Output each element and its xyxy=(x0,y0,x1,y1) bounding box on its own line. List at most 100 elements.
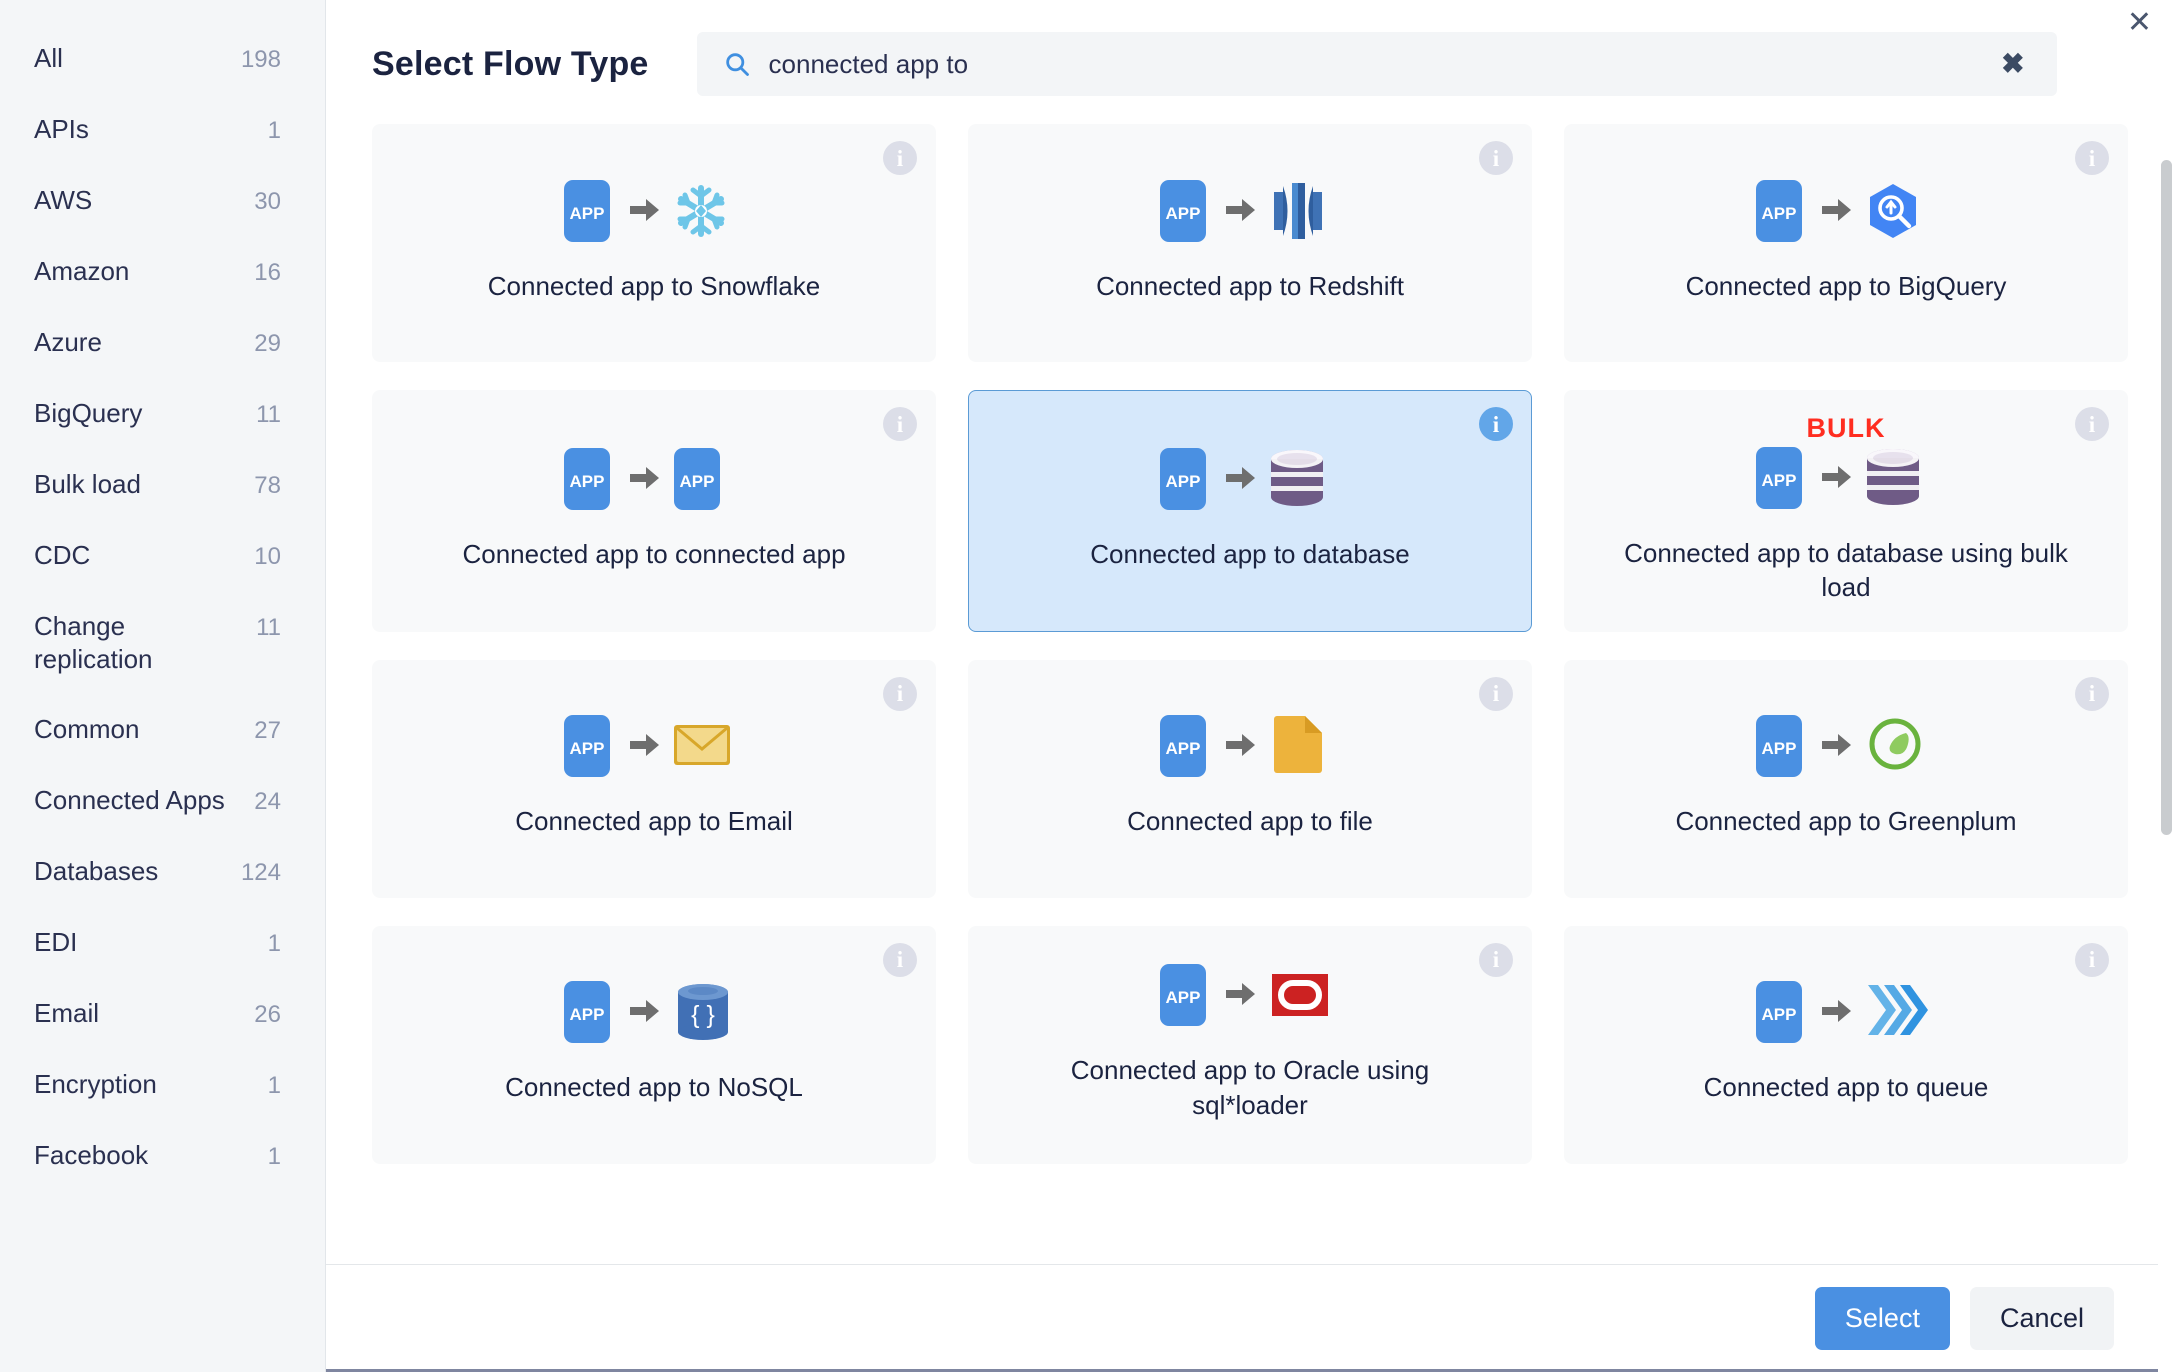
info-icon[interactable]: i xyxy=(1479,676,1513,711)
info-icon[interactable]: i xyxy=(1479,407,1513,441)
svg-text:APP: APP xyxy=(1762,1005,1797,1024)
app-to-oracle-icon: APP xyxy=(1160,963,1340,1027)
info-icon[interactable]: i xyxy=(2075,407,2109,441)
sidebar-item-label: AWS xyxy=(34,185,93,215)
sidebar-item-label: Amazon xyxy=(34,256,130,286)
info-icon[interactable]: i xyxy=(2075,141,2109,175)
info-icon[interactable]: i xyxy=(883,407,917,441)
clear-search-icon[interactable]: ✖ xyxy=(2001,48,2025,79)
app-to-nosql-icon: APP { } xyxy=(564,980,744,1044)
sidebar-item-common[interactable]: Common 27 xyxy=(0,713,325,746)
flow-type-label: Connected app to connected app xyxy=(462,538,846,569)
sidebar-item-label: Common xyxy=(34,714,140,744)
flow-type-label: Connected app to file xyxy=(1127,806,1373,837)
sidebar-item-count: 29 xyxy=(254,330,281,357)
sidebar-item-count: 198 xyxy=(240,46,281,73)
svg-text:APP: APP xyxy=(1166,988,1201,1007)
flow-type-label: Connected app to NoSQL xyxy=(505,1072,803,1103)
flow-type-label: Connected app to Oracle using sql*loader xyxy=(1070,1055,1430,1120)
sidebar-item-count: 1 xyxy=(267,1072,281,1099)
close-icon[interactable]: ✕ xyxy=(2126,6,2152,39)
sidebar-item-label: CDC xyxy=(34,540,91,570)
sidebar-item-label: Azure xyxy=(34,327,102,357)
sidebar-item-count: 11 xyxy=(256,401,281,428)
sidebar-item-label: Connected Apps xyxy=(34,785,225,815)
sidebar-item-count: 27 xyxy=(254,717,281,744)
dialog-header: Select Flow Type ✖ xyxy=(326,0,2174,124)
sidebar-item-bigquery[interactable]: BigQuery 11 xyxy=(0,397,325,430)
sidebar-item-count: 24 xyxy=(254,788,281,815)
flow-type-card[interactable]: i APP Connected app to queue xyxy=(1564,925,2128,1164)
svg-text:APP: APP xyxy=(570,1005,605,1024)
sidebar-item-amazon[interactable]: Amazon 16 xyxy=(0,255,325,288)
app-to-app-icon: APP APP xyxy=(564,447,744,511)
flow-type-card[interactable]: i APP Connected app to Greenplum xyxy=(1564,659,2128,898)
flow-type-card[interactable]: i APP APP Connected app to connected app xyxy=(372,390,936,632)
flow-type-card[interactable]: i APP Connected app to Snowflake xyxy=(372,124,936,362)
info-icon[interactable]: i xyxy=(2075,676,2109,711)
flow-type-label: Connected app to Snowflake xyxy=(487,270,821,301)
sidebar-item-cdc[interactable]: CDC 10 xyxy=(0,539,325,572)
svg-text:APP: APP xyxy=(1166,472,1201,491)
info-icon[interactable]: i xyxy=(883,141,917,175)
flow-type-card[interactable]: i APP Connected app to file xyxy=(968,659,1532,898)
flow-type-label: Connected app to BigQuery xyxy=(1685,270,2007,301)
sidebar-item-label: Bulk load xyxy=(34,469,141,499)
info-icon[interactable]: i xyxy=(1479,141,1513,175)
svg-text:APP: APP xyxy=(1762,471,1797,490)
sidebar-item-label: BigQuery xyxy=(34,398,143,428)
sidebar-item-email[interactable]: Email 26 xyxy=(0,997,325,1030)
info-icon[interactable]: i xyxy=(1479,942,1513,977)
sidebar-item-count: 11 xyxy=(256,614,281,641)
flow-type-card[interactable]: i APP Connected app to Email xyxy=(372,659,936,898)
flow-type-card[interactable]: i APP Connected app to Oracle using sql*… xyxy=(968,925,1532,1164)
sidebar-item-azure[interactable]: Azure 29 xyxy=(0,326,325,359)
sidebar-item-count: 10 xyxy=(254,543,281,570)
search-input[interactable] xyxy=(768,48,1996,80)
scrollbar-thumb[interactable] xyxy=(2161,160,2172,835)
page-scrollbar[interactable] xyxy=(2158,0,2174,1372)
app-to-queue-icon: APP xyxy=(1756,980,1936,1044)
select-button[interactable]: Select xyxy=(1814,1287,1950,1350)
flow-type-label: Connected app to Greenplum xyxy=(1675,806,2017,837)
app-to-greenplum-icon: APP xyxy=(1756,714,1936,778)
flow-type-card[interactable]: i APP Connected app to BigQuery xyxy=(1564,124,2128,362)
svg-text:APP: APP xyxy=(570,204,605,223)
info-icon[interactable]: i xyxy=(2075,942,2109,977)
app-to-database-bulk-icon: APP xyxy=(1756,446,1936,510)
flow-type-card[interactable]: i APP { } Connected app to NoSQL xyxy=(372,925,936,1164)
flow-type-card[interactable]: i APP Connected app to Redshift xyxy=(968,124,1532,362)
search-icon xyxy=(723,50,751,78)
dialog-footer: Select Cancel xyxy=(326,1264,2174,1372)
sidebar-item-label: Change replication xyxy=(34,611,153,674)
info-icon[interactable]: i xyxy=(883,942,917,977)
cancel-button[interactable]: Cancel xyxy=(1969,1287,2114,1350)
sidebar-item-label: Facebook xyxy=(34,1140,149,1170)
app-to-database-icon: APP xyxy=(1160,447,1340,511)
search-box[interactable]: ✖ xyxy=(696,32,2057,96)
svg-text:APP: APP xyxy=(1166,739,1201,758)
sidebar-item-label: Email xyxy=(34,998,100,1028)
sidebar-item-count: 26 xyxy=(254,1001,281,1028)
sidebar-item-count: 1 xyxy=(267,117,281,144)
info-icon[interactable]: i xyxy=(883,676,917,711)
app-to-snowflake-icon: APP xyxy=(564,179,744,243)
flow-type-card[interactable]: i APP Connected app to database xyxy=(968,390,1532,632)
sidebar-item-connected-apps[interactable]: Connected Apps 24 xyxy=(0,784,325,817)
sidebar-item-count: 16 xyxy=(254,259,281,286)
sidebar-item-change-replication[interactable]: Change replication 11 xyxy=(0,610,325,675)
svg-text:APP: APP xyxy=(680,472,715,491)
sidebar-item-count: 1 xyxy=(267,930,281,957)
